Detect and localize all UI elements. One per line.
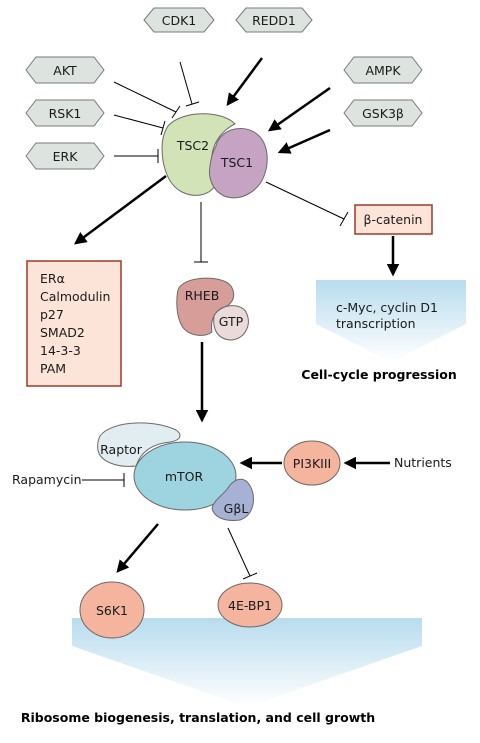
mtor-shape <box>133 441 237 511</box>
beta-catenin-box: β-catenin <box>354 204 433 235</box>
tsc1-label: TSC1 <box>220 155 253 170</box>
target-item: Calmodulin <box>40 289 110 304</box>
tsc-inhibit-rheb <box>194 202 208 263</box>
ampk-arrow <box>267 86 331 132</box>
cdk1-inhibit-line <box>179 61 193 105</box>
ribosome-gradient-arrow <box>72 618 422 707</box>
transcription-line1: c-Myc, cyclin D1 <box>336 300 438 315</box>
gbl-shape <box>211 478 254 521</box>
cdk1-inhibit-bar <box>185 101 200 107</box>
s6k1-node: S6K1 <box>79 581 145 639</box>
erk-label: ERK <box>53 149 79 164</box>
tsc-complex: TSC2 TSC1 <box>161 113 268 199</box>
gsk3b-node: GSK3β <box>343 99 423 127</box>
cdk1-node: CDK1 <box>143 7 215 33</box>
rheb-complex: RHEB GTP <box>176 277 249 341</box>
ampk-node: AMPK <box>343 56 423 84</box>
redd1-node: REDD1 <box>235 7 313 33</box>
gtp-shape <box>213 305 249 341</box>
nutrients-label: Nutrients <box>394 455 452 470</box>
cdk1-label: CDK1 <box>162 13 197 28</box>
transcription-line2: transcription <box>336 316 416 331</box>
akt-label: AKT <box>53 63 77 78</box>
beta-catenin-label: β-catenin <box>364 212 423 227</box>
raptor-label: Raptor <box>100 442 143 457</box>
akt-node: AKT <box>25 56 105 84</box>
4ebp1-node: 4E-BP1 <box>217 582 283 628</box>
tsc2-label: TSC2 <box>176 138 209 153</box>
gsk3b-arrow <box>277 128 331 154</box>
tsc-inhibit-bcatenin <box>265 181 349 227</box>
gsk3b-label: GSK3β <box>362 106 404 121</box>
transcription-gradient-arrow <box>316 280 466 362</box>
target-item: PAM <box>40 361 66 376</box>
pi3kiii-label: PI3KIII <box>293 456 331 471</box>
target-item: 14-3-3 <box>40 343 81 358</box>
mtor-to-s6k1-arrow <box>116 523 159 573</box>
rsk1-inhibit-bar <box>160 120 166 136</box>
4ebp1-label: 4E-BP1 <box>228 598 272 613</box>
mtor-complex: Raptor mTOR GβL <box>97 422 254 521</box>
target-item: p27 <box>40 307 64 322</box>
targets-box: ERα Calmodulin p27 SMAD2 14-3-3 PAM <box>26 260 122 387</box>
mtor-label: mTOR <box>165 469 204 484</box>
mtor-inhibit-4ebp1 <box>227 527 258 580</box>
gbl-label: GβL <box>224 501 249 516</box>
rapamycin-label: Rapamycin <box>12 472 82 487</box>
raptor-shape <box>97 422 181 467</box>
tsc1-shape <box>209 128 268 199</box>
cell-cycle-label: Cell-cycle progression <box>301 367 456 382</box>
gtp-label: GTP <box>219 314 244 329</box>
redd1-arrow <box>226 57 264 107</box>
rsk1-inhibit-line <box>113 114 164 129</box>
rsk1-label: RSK1 <box>49 106 82 121</box>
ribosome-label: Ribosome biogenesis, translation, and ce… <box>21 710 375 725</box>
ampk-label: AMPK <box>365 63 401 78</box>
erk-node: ERK <box>25 142 105 170</box>
akt-inhibit-bar <box>171 105 181 119</box>
redd1-label: REDD1 <box>252 13 296 28</box>
target-item: SMAD2 <box>40 325 85 340</box>
target-item: ERα <box>40 271 65 286</box>
pi3kiii-node: PI3KIII <box>283 440 341 486</box>
inhibition-lines-top <box>113 61 200 163</box>
akt-inhibit-line <box>113 81 177 113</box>
rapamycin-inhibit <box>82 473 125 487</box>
activation-arrows-top <box>226 57 331 154</box>
tsc-to-targets-arrow <box>73 174 167 245</box>
rheb-label: RHEB <box>185 288 220 303</box>
rsk1-node: RSK1 <box>25 99 105 127</box>
s6k1-label: S6K1 <box>96 603 128 618</box>
